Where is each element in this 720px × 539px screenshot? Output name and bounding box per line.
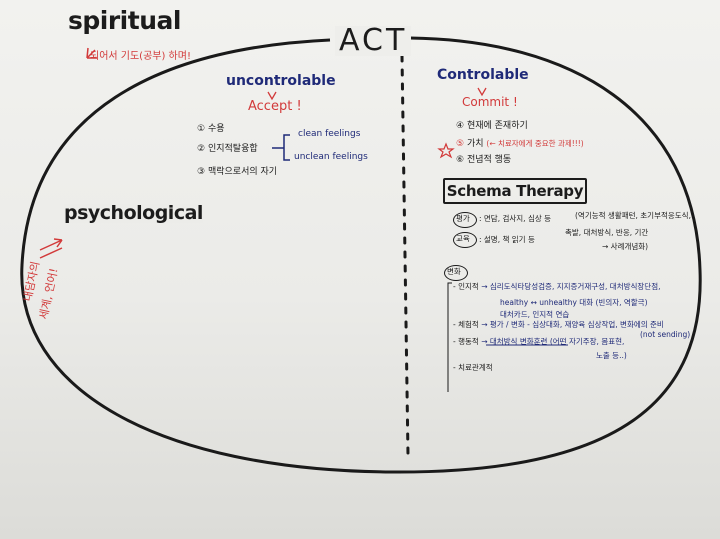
change-row-label: - 치료관계적	[453, 363, 493, 372]
change-row-6: - 행동적 → 대처방식 변화훈련 (어떤 자기주장, 몸표현,	[453, 338, 624, 346]
controlable-heading: Controlable	[437, 67, 529, 83]
change-row-text: → 평가 / 변화 - 심상대화, 재양육 심상작업, 변화에의 준비	[481, 320, 664, 329]
eval-note-1: (역기능적 생활패턴, 초기부적응도식,	[575, 211, 691, 220]
item-number: ③	[197, 167, 206, 177]
left-item-2: ② 인지적탈융합	[197, 145, 258, 154]
change-circle	[444, 265, 468, 281]
eval-circle	[453, 212, 477, 228]
psych-arrow	[39, 238, 63, 251]
change-row-5: (not sending)	[640, 330, 691, 339]
change-row-1: - 인지적 → 심리도식타당성검증, 지지증거재구성, 대처방식장단점,	[453, 283, 660, 291]
change-row-label: - 인지적	[453, 282, 479, 291]
star-icon	[437, 142, 455, 159]
edu-circle	[453, 232, 477, 248]
change-row-8: - 치료관계적	[453, 364, 493, 372]
eval-label: 평가	[456, 214, 470, 223]
divider-line	[400, 54, 410, 457]
change-row-label: - 체험적	[453, 320, 479, 329]
change-row-text: → 심리도식타당성검증, 지지증거재구성, 대처방식장단점,	[481, 282, 661, 291]
item-number: ④	[456, 121, 465, 131]
act-title: ACT	[335, 26, 412, 56]
spiritual-arrow	[86, 47, 97, 59]
change-row-4: - 체험적 → 평가 / 변화 - 심상대화, 재양육 심상작업, 변화에의 준…	[453, 321, 664, 329]
item-number: ⑥	[456, 155, 465, 165]
edu-text: : 설명, 책 읽기 등	[479, 235, 535, 244]
item-text: 현재에 존재하기	[466, 121, 528, 131]
change-row-3: 대처카드, 인지적 연습	[500, 310, 570, 319]
unclean-feelings: unclean feelings	[294, 152, 368, 162]
item-text: 가치	[466, 139, 484, 149]
schema-therapy-title: Schema Therapy	[443, 178, 587, 204]
item-number: ⑤	[456, 139, 465, 149]
change-bracket	[447, 282, 452, 392]
item-note: (← 치료자에게 중요한 과제!!!)	[486, 139, 584, 148]
change-row-label: - 행동적	[453, 337, 479, 346]
change-row-2: healthy ↔ unhealthy 대화 (빈의자, 역할극)	[500, 298, 648, 307]
change-row-note: (어떤 자기주장, 몸표현,	[549, 337, 625, 346]
eval-note-2: 촉발, 대처방식, 반응, 기간	[565, 228, 649, 237]
accept-label: Accept !	[248, 99, 302, 114]
accept-arrow	[267, 91, 277, 101]
item-text: 수용	[207, 124, 225, 134]
change-row-7: 노출 등..)	[596, 351, 627, 360]
clean-feelings: clean feelings	[298, 129, 361, 139]
spiritual-label: spiritual	[68, 6, 181, 35]
eval-note-3: → 사례개념화)	[602, 242, 649, 251]
commit-arrow	[477, 87, 487, 97]
left-item-3: ③ 맥락으로서의 자기	[197, 168, 277, 177]
item-number: ①	[197, 124, 206, 134]
change-row-text: → 대처방식 변화훈련	[481, 337, 548, 346]
right-item-5: ⑤ 가치 (← 치료자에게 중요한 과제!!!)	[456, 140, 584, 149]
commit-label: Commit !	[462, 95, 518, 109]
spiritual-note: 되어서 기도(공부) 하며!	[90, 51, 191, 62]
item-text: 인지적탈융합	[207, 144, 258, 154]
psychological-label: psychological	[64, 202, 203, 224]
eval-text: : 면담, 검사지, 심상 등	[479, 214, 552, 223]
item-text: 맥락으로서의 자기	[207, 167, 278, 177]
item-text: 전념적 행동	[466, 155, 512, 165]
psych-arrow-2	[39, 247, 63, 259]
right-item-4: ④ 현재에 존재하기	[456, 122, 528, 131]
change-label: 변화	[447, 267, 461, 276]
feelings-brace	[272, 134, 290, 161]
edu-label: 교육	[456, 234, 470, 243]
left-item-1: ① 수용	[197, 125, 225, 134]
uncontrolable-heading: uncontrolable	[226, 73, 336, 89]
item-number: ②	[197, 144, 206, 154]
right-item-6: ⑥ 전념적 행동	[456, 156, 511, 165]
act-ellipse	[20, 36, 702, 474]
